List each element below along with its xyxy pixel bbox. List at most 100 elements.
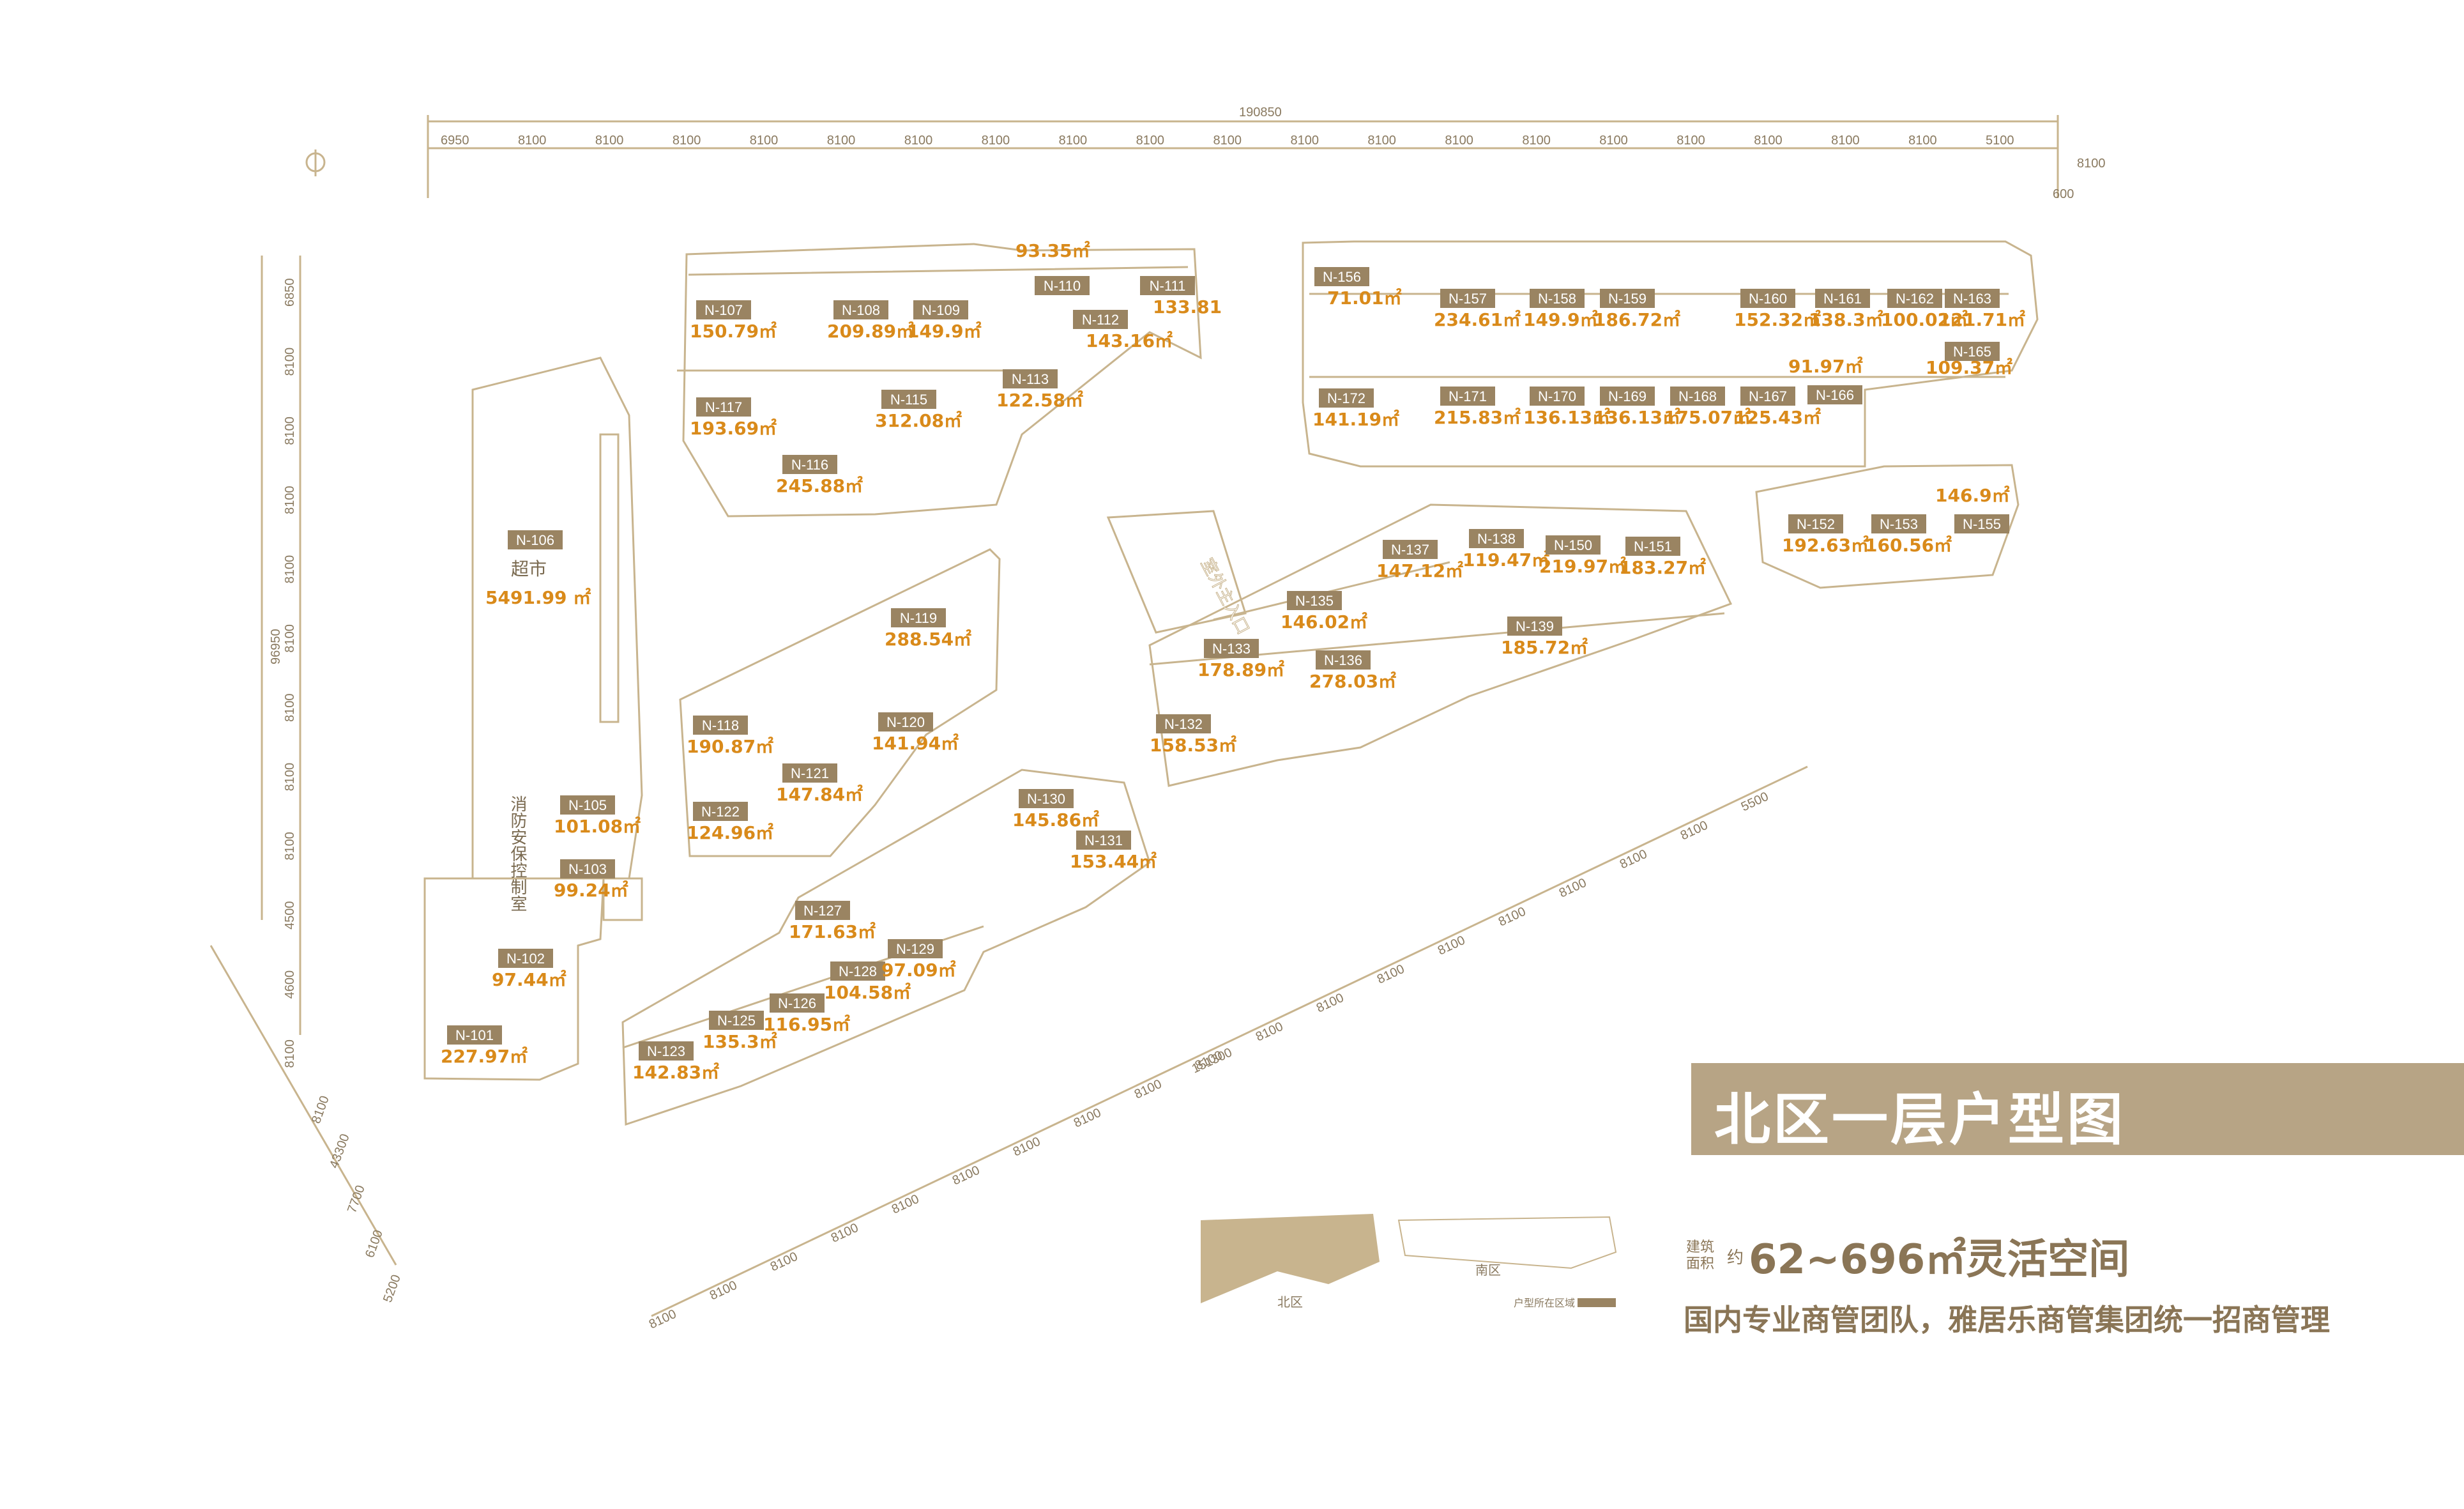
unit-tag-bg [696, 300, 751, 319]
unit-area: 158.53㎡ [1150, 735, 1236, 756]
unit-tag-bg [1316, 650, 1371, 670]
dim-left: 8100 [283, 624, 297, 653]
unit-id: N-169 [1608, 388, 1646, 404]
unit-n-106[interactable]: N-106 [508, 530, 563, 549]
dim-lower-left: 8100 [309, 1094, 332, 1125]
unit-id: N-129 [896, 941, 934, 957]
dim-left: 4500 [283, 901, 297, 930]
unit-id: N-125 [717, 1013, 756, 1029]
unit-tag-bg [1073, 310, 1128, 329]
dim-top: 8100 [1599, 134, 1628, 148]
unit-id: N-115 [890, 392, 927, 408]
unit-area: 227.97㎡ [441, 1046, 528, 1067]
dim-top: 8100 [1136, 134, 1165, 148]
unit-tag-bg [1530, 289, 1585, 308]
dim-lower-left: 6100 [363, 1228, 386, 1259]
unit-n-129[interactable]: N-129 97.09㎡ [881, 939, 956, 981]
dim-left: 8100 [283, 832, 297, 861]
dim-left: 6850 [283, 279, 297, 307]
dim-top: 8100 [595, 134, 624, 148]
unit-area: 150.79㎡ [690, 321, 777, 342]
unit-id: N-123 [647, 1043, 685, 1059]
unit-n-116[interactable]: N-116 245.88㎡ [776, 455, 863, 496]
unit-tag-bg [1945, 342, 2000, 361]
unit-id: N-118 [702, 717, 739, 733]
dim-top: 8100 [1831, 134, 1860, 148]
unit-id: N-109 [922, 302, 960, 318]
supermarket-area: 5491.99 ㎡ [485, 587, 591, 608]
unit-id: N-117 [705, 399, 742, 415]
dim-left: 8100 [283, 694, 297, 723]
unit-tag-bg [1600, 289, 1655, 308]
unit-area: 149.9㎡ [907, 321, 982, 342]
unit-id: N-116 [791, 457, 828, 473]
unit-tag-bg [1625, 537, 1680, 556]
unit-tag-bg [1383, 540, 1438, 559]
unit-n-109[interactable]: N-109 149.9㎡ [907, 300, 982, 342]
unit-tag-bg [639, 1041, 694, 1061]
dim-top: 8100 [1445, 134, 1473, 148]
unit-tag-bg [891, 608, 946, 627]
unit-area: 245.88㎡ [776, 475, 863, 496]
unit-tag-bg [795, 901, 850, 920]
unit-area: 97.09㎡ [881, 960, 956, 981]
unit-id: N-167 [1749, 388, 1787, 404]
unit-tag-bg [1807, 385, 1862, 404]
unit-tag-bg [1530, 387, 1585, 406]
unit-id: N-112 [1082, 312, 1119, 328]
